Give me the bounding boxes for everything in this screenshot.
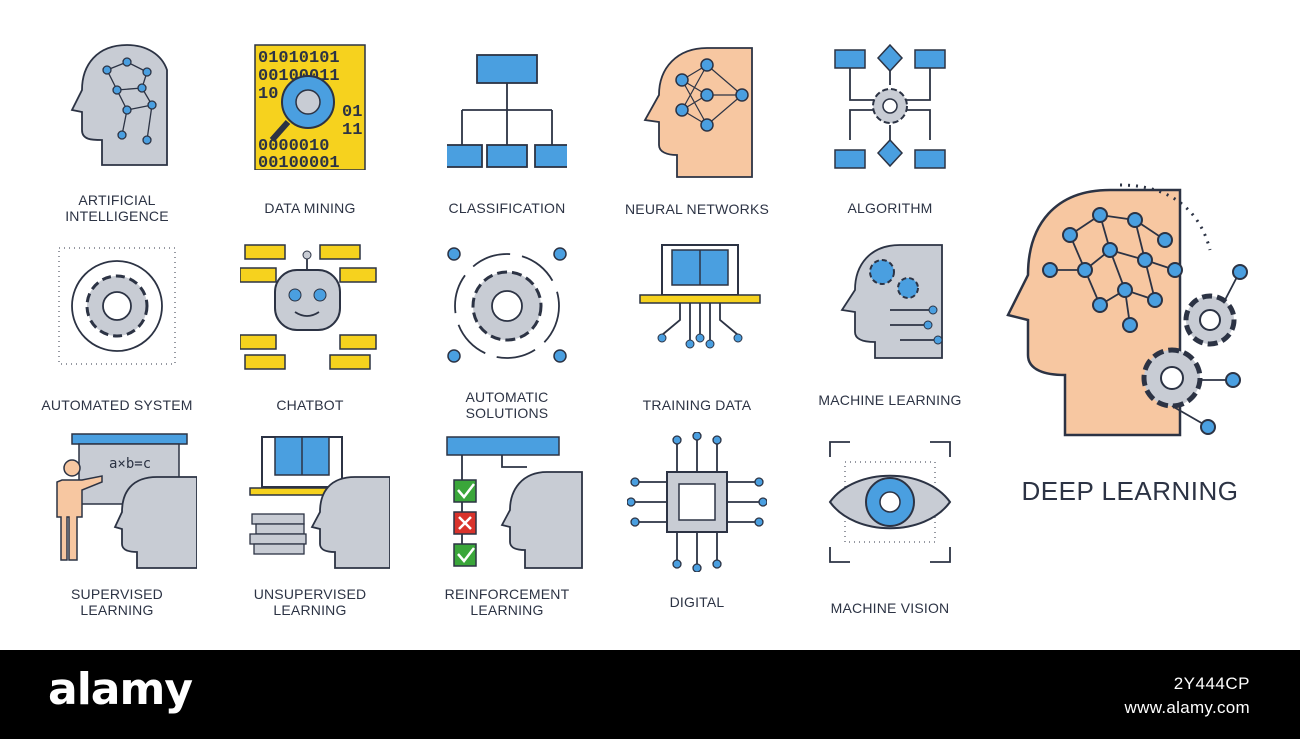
chatbot-robot-icon xyxy=(240,244,377,370)
digital-chip-icon xyxy=(627,432,767,572)
label-automated-system: AUTOMATED SYSTEM xyxy=(22,397,212,413)
label-training-data: TRAINING DATA xyxy=(602,397,792,413)
icon-cell-automatic-solutions: AUTOMATIC SOLUTIONS xyxy=(412,240,602,430)
machine-vision-eye-icon xyxy=(828,441,952,563)
label-digital: DIGITAL xyxy=(602,594,792,610)
label-line: AUTOMATED SYSTEM xyxy=(41,397,193,413)
data-mining-icon: 01010101 00100011 10 01 11 0000010 00100… xyxy=(254,44,366,170)
icon-cell-machine-learning: MACHINE LEARNING xyxy=(795,240,985,430)
icon-cell-automated-system: AUTOMATED SYSTEM xyxy=(22,240,212,430)
label-unsupervised-learning: UNSUPERVISED LEARNING xyxy=(215,586,405,618)
icon-cell-training-data: TRAINING DATA xyxy=(602,240,792,430)
label-reinforcement-learning: REINFORCEMENT LEARNING xyxy=(412,586,602,618)
binary-row: 01010101 xyxy=(258,49,340,68)
classification-hierarchy-icon xyxy=(447,54,567,168)
binary-row: 00100001 xyxy=(258,154,340,170)
icon-cell-machine-vision: MACHINE VISION xyxy=(795,432,985,622)
label-line: SUPERVISED xyxy=(71,586,163,602)
supervised-learning-teacher-icon: a×b=c xyxy=(56,433,197,569)
label-automatic-solutions: AUTOMATIC SOLUTIONS xyxy=(412,389,602,421)
automated-gear-icon xyxy=(58,247,176,365)
icon-cell-artificial-intelligence: ARTIFICIAL INTELLIGENCE xyxy=(22,40,212,230)
label-line: ARTIFICIAL xyxy=(78,192,156,208)
icon-cell-classification: CLASSIFICATION xyxy=(412,40,602,230)
unsupervised-learning-books-icon xyxy=(249,436,390,569)
icon-cell-algorithm: ALGORITHM xyxy=(795,40,985,230)
icon-cell-data-mining: 01010101 00100011 10 01 11 0000010 00100… xyxy=(215,40,405,230)
label-line: NEURAL NETWORKS xyxy=(624,201,770,217)
icon-sheet: ARTIFICIAL INTELLIGENCE 01010101 0010001… xyxy=(22,40,1248,622)
featured-label: DEEP LEARNING xyxy=(1021,476,1239,506)
icon-cell-reinforcement-learning: REINFORCEMENT LEARNING xyxy=(412,432,602,622)
reinforcement-learning-checklist-icon xyxy=(446,436,583,569)
label-line: UNSUPERVISED xyxy=(253,586,367,602)
site-url: www.alamy.com xyxy=(1124,698,1250,717)
label-classification: CLASSIFICATION xyxy=(412,200,602,216)
machine-learning-head-gears-icon xyxy=(840,244,943,359)
label-line: REINFORCEMENT xyxy=(444,586,570,602)
board-formula: a×b=c xyxy=(109,456,151,472)
binary-row: 0000010 xyxy=(258,137,329,156)
ai-head-network-icon xyxy=(70,44,168,166)
label-algorithm: ALGORITHM xyxy=(795,200,985,216)
algorithm-flowchart-icon xyxy=(834,43,946,169)
label-data-mining: DATA MINING xyxy=(215,200,405,216)
label-line: SOLUTIONS xyxy=(465,405,549,421)
neural-network-head-icon xyxy=(643,47,753,178)
label-line: DIGITAL xyxy=(669,594,725,610)
label-supervised-learning: SUPERVISED LEARNING xyxy=(22,586,212,618)
icon-cell-digital: DIGITAL xyxy=(602,432,792,622)
label-line: DATA MINING xyxy=(264,200,356,216)
label-neural-networks: NEURAL NETWORKS xyxy=(602,201,792,217)
label-line: MACHINE VISION xyxy=(830,600,950,616)
icon-cell-chatbot: CHATBOT xyxy=(215,240,405,430)
label-line: LEARNING xyxy=(470,602,544,618)
image-id: 2Y444CP xyxy=(1173,674,1250,693)
training-data-laptop-icon xyxy=(639,244,761,349)
label-line: LEARNING xyxy=(273,602,347,618)
icon-cell-neural-networks: NEURAL NETWORKS xyxy=(602,40,792,230)
binary-row: 10 xyxy=(258,85,278,104)
label-machine-learning: MACHINE LEARNING xyxy=(795,392,985,408)
label-chatbot: CHATBOT xyxy=(215,397,405,413)
label-line: CHATBOT xyxy=(276,397,344,413)
label-line: MACHINE LEARNING xyxy=(818,392,962,408)
label-line: INTELLIGENCE xyxy=(65,208,169,224)
watermark-footer: alamy 2Y444CP www.alamy.com xyxy=(0,650,1300,739)
deep-learning-head-icon xyxy=(1006,183,1248,437)
icon-cell-supervised-learning: a×b=c SUPERVISED LEARNING xyxy=(22,432,212,622)
binary-row: 11 xyxy=(342,121,362,140)
label-line: CLASSIFICATION xyxy=(448,200,566,216)
binary-row: 01 xyxy=(342,103,362,122)
label-machine-vision: MACHINE VISION xyxy=(795,600,985,616)
brand-logo: alamy xyxy=(48,664,193,715)
label-line: LEARNING xyxy=(80,602,154,618)
label-artificial-intelligence: ARTIFICIAL INTELLIGENCE xyxy=(22,192,212,224)
automatic-solutions-gear-icon xyxy=(447,247,567,363)
label-line: ALGORITHM xyxy=(847,200,933,216)
label-line: TRAINING DATA xyxy=(642,397,752,413)
label-line: AUTOMATIC xyxy=(465,389,549,405)
icon-cell-unsupervised-learning: UNSUPERVISED LEARNING xyxy=(215,432,405,622)
